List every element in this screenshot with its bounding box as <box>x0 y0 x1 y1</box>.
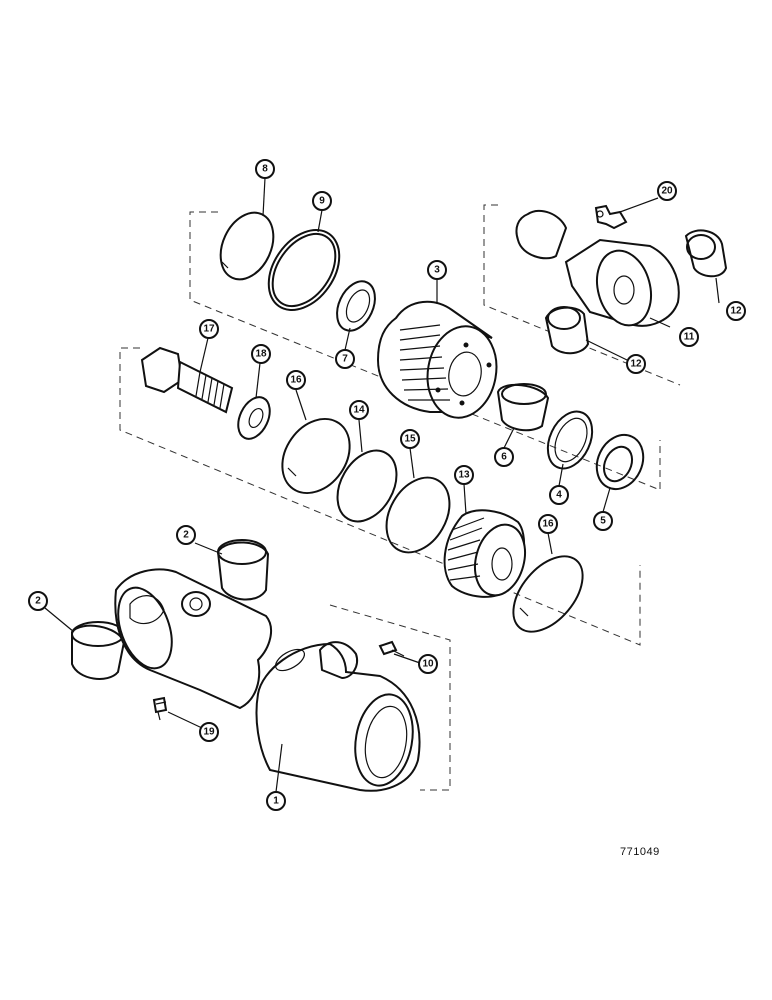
svg-text:7: 7 <box>342 354 348 365</box>
callout: 17 <box>199 319 219 339</box>
callout: 6 <box>494 447 514 467</box>
svg-text:4: 4 <box>556 490 562 501</box>
svg-text:3: 3 <box>434 265 440 276</box>
part-plug-fitting <box>152 696 168 721</box>
part-wear-ring-upper <box>281 417 351 495</box>
callout: 3 <box>427 260 447 280</box>
callout: 19 <box>199 722 219 742</box>
part-piston-backup-ring <box>385 476 451 554</box>
callout: 13 <box>454 465 474 485</box>
svg-text:18: 18 <box>255 349 267 360</box>
part-rod-eye <box>515 209 680 327</box>
svg-text:9: 9 <box>319 196 325 207</box>
part-o-ring <box>546 410 594 470</box>
callout: 14 <box>349 400 369 420</box>
svg-text:12: 12 <box>630 359 642 370</box>
svg-text:14: 14 <box>353 405 365 416</box>
svg-text:17: 17 <box>203 324 215 335</box>
part-washer <box>237 396 271 440</box>
svg-text:16: 16 <box>542 519 554 530</box>
group-outline-upper <box>189 211 661 491</box>
callout: 9 <box>312 191 332 211</box>
part-barrel-bushing-lower <box>71 621 126 680</box>
svg-text:12: 12 <box>730 306 742 317</box>
callout: 16 <box>538 514 558 534</box>
callout: 11 <box>679 327 699 347</box>
part-barrel-bushing-upper <box>216 539 270 601</box>
callout: 7 <box>335 349 355 369</box>
group-outline-middle <box>119 347 641 646</box>
part-wiper-seal <box>336 280 376 332</box>
svg-text:15: 15 <box>404 434 416 445</box>
callout: 20 <box>657 181 677 201</box>
part-backup-ring <box>267 229 341 311</box>
callout: 1 <box>266 791 286 811</box>
svg-text:19: 19 <box>203 727 215 738</box>
part-grease-fitting <box>594 204 628 230</box>
part-gland-head <box>376 300 498 419</box>
callout: 5 <box>593 511 613 531</box>
callout-leaders <box>44 177 720 793</box>
callout: 8 <box>255 159 275 179</box>
svg-text:20: 20 <box>661 186 673 197</box>
callout: 12 <box>726 301 746 321</box>
callout: 10 <box>418 654 438 674</box>
svg-text:16: 16 <box>290 375 302 386</box>
svg-text:10: 10 <box>422 659 434 670</box>
svg-text:5: 5 <box>600 516 606 527</box>
part-bushing-right <box>684 229 728 278</box>
svg-text:13: 13 <box>458 470 470 481</box>
callout: 2 <box>28 591 48 611</box>
part-wear-ring-lower <box>512 555 584 633</box>
part-barrel <box>114 568 421 792</box>
part-sleeve <box>496 383 550 432</box>
svg-text:2: 2 <box>35 596 41 607</box>
callout: 2 <box>176 525 196 545</box>
callout: 12 <box>626 354 646 374</box>
part-bolt <box>140 346 234 414</box>
svg-text:6: 6 <box>501 452 507 463</box>
part-rod-seal <box>595 433 645 491</box>
svg-text:2: 2 <box>183 530 189 541</box>
part-piston <box>443 509 526 598</box>
svg-text:11: 11 <box>684 332 695 343</box>
part-bushing-left <box>544 306 590 355</box>
callouts: 8 9 3 20 17 18 7 12 11 12 16 14 15 6 4 1… <box>28 159 746 811</box>
callout: 4 <box>549 485 569 505</box>
figure-reference-code: 771049 <box>620 846 660 858</box>
svg-text:8: 8 <box>262 164 268 175</box>
callout: 15 <box>400 429 420 449</box>
callout: 16 <box>286 370 306 390</box>
callout: 18 <box>251 344 271 364</box>
part-snap-ring <box>219 211 275 281</box>
part-seal-ring <box>336 449 398 523</box>
group-outline-lower <box>329 604 451 791</box>
part-screw <box>378 640 405 657</box>
svg-text:1: 1 <box>273 796 279 807</box>
